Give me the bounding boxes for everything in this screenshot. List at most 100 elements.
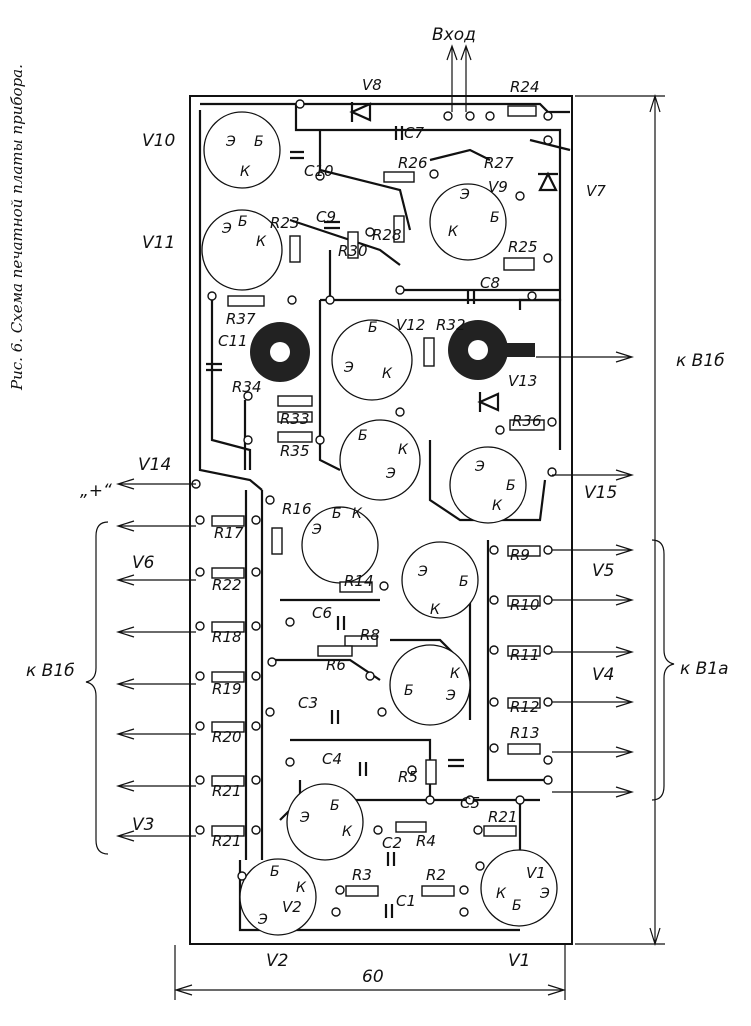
svg-text:Э: Э [257,912,268,928]
svg-text:C6: C6 [312,604,332,622]
svg-text:К: К [296,880,307,896]
svg-text:К: К [398,442,409,458]
svg-text:К: К [430,602,441,618]
svg-text:R18: R18 [212,628,242,646]
transistor-v11 [201,209,283,291]
svg-text:Б: Б [490,210,500,226]
svg-text:R21: R21 [212,782,242,800]
svg-text:R28: R28 [372,226,402,244]
transistor-v9 [429,183,507,261]
svg-text:К: К [496,886,507,902]
svg-text:„+“: „+“ [80,481,112,501]
svg-text:R26: R26 [398,154,428,172]
svg-text:Б: Б [254,134,264,150]
svg-text:Э: Э [459,187,470,203]
svg-text:к В1б: к В1б [26,661,75,681]
svg-text:R34: R34 [232,378,262,396]
component-labels: R24 V8 C7 C10 R26 R27 V9 V7 R23 C9 R28 R… [212,76,606,916]
right-brace [651,539,675,801]
svg-text:R37: R37 [226,310,256,328]
svg-text:К: К [448,224,459,240]
svg-text:Б: Б [506,478,516,494]
capacitor-plates [206,126,476,918]
transistor-v15 [449,446,527,524]
svg-text:R25: R25 [508,238,538,256]
external-labels: V10 V11 V14 „+“ V6 V3 к В1б V15 V5 V4 к … [26,131,729,971]
svg-text:R12: R12 [510,698,540,716]
svg-text:R36: R36 [512,412,542,430]
svg-text:Б: Б [238,214,248,230]
svg-text:К: К [382,366,393,382]
output-arrows-right [536,351,635,798]
svg-text:Э: Э [299,810,310,826]
svg-text:C3: C3 [298,694,318,712]
svg-text:Б: Б [368,320,378,336]
transistor-v12 [331,319,413,401]
transistor-v4-body [389,644,471,726]
svg-text:Э: Э [474,459,485,475]
svg-text:Э: Э [539,886,550,902]
svg-text:R22: R22 [212,576,242,594]
output-arrows-left [115,478,196,842]
svg-text:Б: Б [270,864,280,880]
svg-text:V15: V15 [584,483,617,503]
transistor-v14-body [339,419,421,501]
svg-text:Б: Б [404,683,414,699]
svg-text:R14: R14 [344,572,374,590]
dimension-label: 60 [362,967,384,987]
svg-text:V2: V2 [266,951,288,971]
svg-text:C1: C1 [396,892,416,910]
svg-text:V1: V1 [508,951,530,971]
svg-text:Э: Э [311,522,322,538]
transistor-v5-body [401,541,479,619]
svg-text:C7: C7 [404,124,424,142]
left-brace [85,521,109,855]
svg-text:C9: C9 [316,208,336,226]
svg-text:R11: R11 [510,646,540,664]
svg-text:R23: R23 [270,214,300,232]
pads [191,99,557,917]
svg-text:Б: Б [330,798,340,814]
svg-text:Э: Э [343,360,354,376]
svg-text:R5: R5 [398,768,418,786]
svg-text:R3: R3 [352,866,372,884]
svg-text:R21: R21 [212,832,242,850]
svg-text:R24: R24 [510,78,540,96]
svg-text:V9: V9 [488,178,508,196]
svg-text:Э: Э [385,466,396,482]
svg-text:V5: V5 [592,561,614,581]
svg-text:R27: R27 [484,154,514,172]
svg-text:Э: Э [417,564,428,580]
svg-text:R17: R17 [214,524,244,542]
svg-text:К: К [492,498,503,514]
svg-text:V6: V6 [132,553,155,573]
svg-text:к В1б: к В1б [676,351,725,371]
svg-text:R33: R33 [280,410,310,428]
svg-text:R19: R19 [212,680,242,698]
svg-text:V2: V2 [282,898,302,916]
svg-text:R35: R35 [280,442,310,460]
svg-text:V8: V8 [362,76,382,94]
svg-text:C4: C4 [322,750,342,768]
svg-text:V12: V12 [396,316,425,334]
svg-text:C2: C2 [382,834,402,852]
diodes [349,102,558,412]
svg-text:R16: R16 [282,500,312,518]
svg-text:V7: V7 [586,182,606,200]
svg-text:R20: R20 [212,728,242,746]
svg-text:К: К [256,234,267,250]
svg-text:R2: R2 [426,866,446,884]
svg-text:R13: R13 [510,724,540,742]
transistor-v1-body [480,849,558,927]
dimension-vertical [575,93,665,947]
svg-text:V14: V14 [138,455,171,475]
svg-text:R6: R6 [326,656,346,674]
board-outline [189,95,573,945]
svg-text:V10: V10 [142,131,175,151]
svg-text:C11: C11 [218,332,248,350]
svg-text:К: К [450,666,461,682]
svg-text:R8: R8 [360,626,380,644]
svg-text:R32: R32 [436,316,466,334]
svg-text:Б: Б [512,898,522,914]
